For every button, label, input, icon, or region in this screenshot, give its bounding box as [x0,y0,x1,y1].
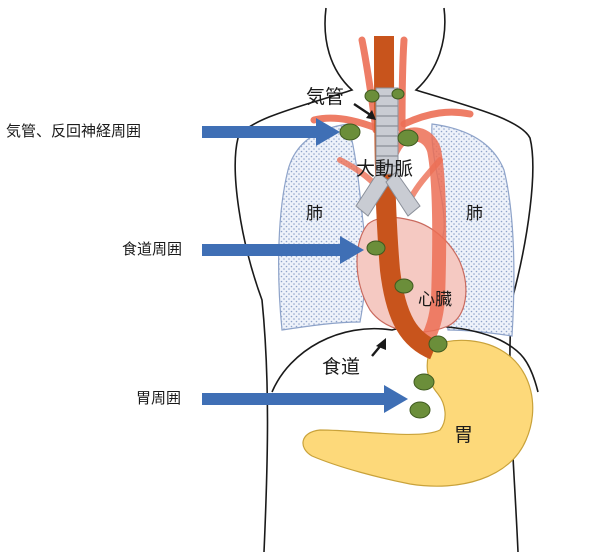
arrow-stomach-area [202,385,408,413]
subclavian-right [400,108,474,128]
stomach-shape [302,339,534,487]
trachea-pointer-head [366,110,376,120]
lymph-node [366,240,386,256]
label-esophagus: 食道 [322,356,361,378]
label-heart: 心臓 [418,290,452,310]
label-stomach: 胃 [454,424,474,446]
bronchus-right [385,171,421,217]
label-lung-right: 肺 [466,204,483,224]
lymph-node [397,129,419,147]
arrow-trachea-nerve [202,118,340,146]
trachea-tube [375,87,399,175]
lymph-node [428,335,448,353]
carotid-right [398,36,408,134]
lymph-node [391,88,405,100]
esophagus-pointer-head [376,338,386,350]
subclavian-left [310,114,380,132]
label-aorta: 大動脈 [356,158,414,180]
lymph-node [394,278,414,294]
label-lung-left: 肺 [306,204,323,224]
lymph-node [409,401,431,419]
label-stomach-area: 胃周囲 [136,389,182,407]
label-trachea: 気管 [306,86,345,108]
label-esophagus-area: 食道周囲 [122,240,183,258]
arrow-esophagus-area [202,236,364,264]
lymph-node [339,123,361,141]
bronchus-left [355,171,391,217]
pulmonary-right [409,157,443,199]
lymph-node [364,89,380,103]
body-outline [234,7,354,552]
label-trachea-nerve-area: 気管、反回神経周囲 [6,122,142,140]
lymph-node [413,373,435,391]
trachea-group [355,87,421,217]
lung-left-shape [278,123,367,331]
